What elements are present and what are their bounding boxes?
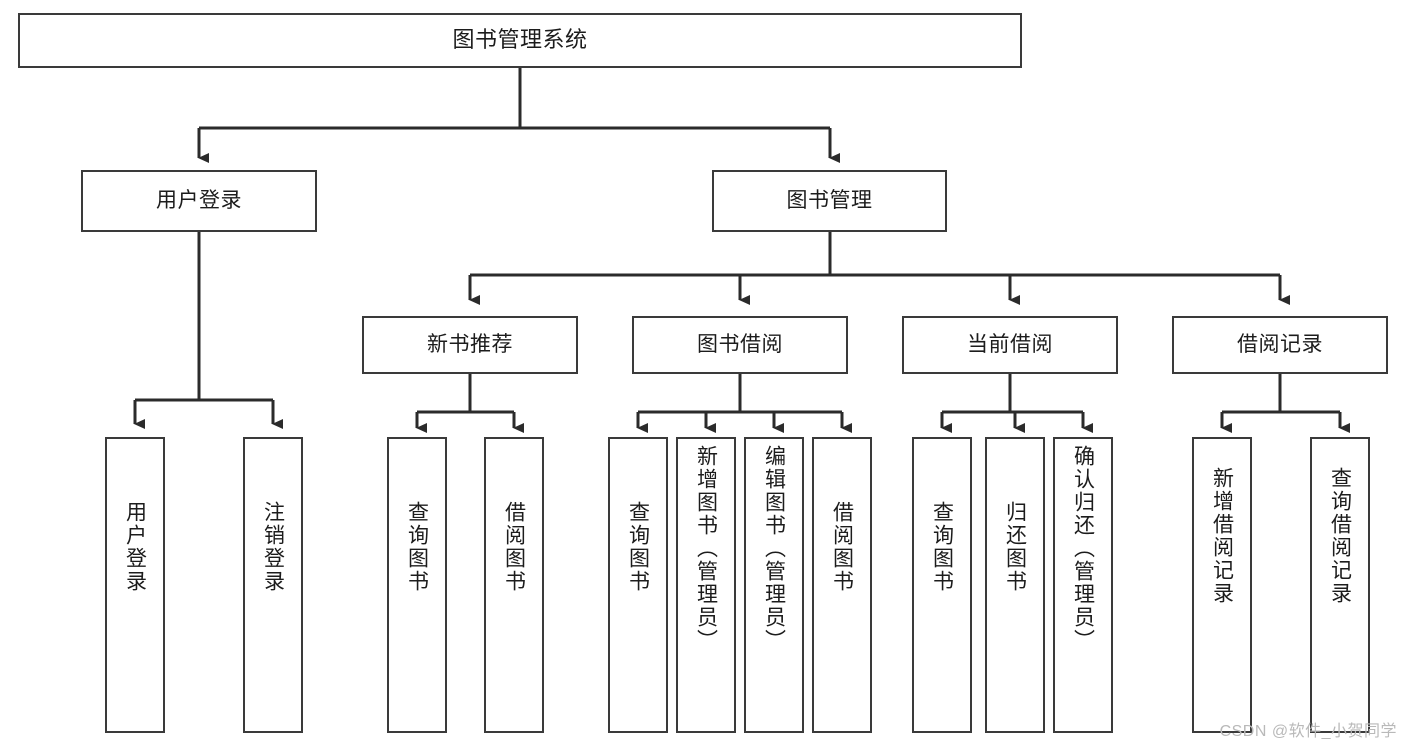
node-label: 用户登录 [123, 501, 147, 593]
leaf-query-record[interactable]: 查询借阅记录 [1310, 437, 1370, 733]
node-label: 查询图书 [626, 501, 650, 593]
node-book-manage[interactable]: 图书管理 [712, 170, 947, 232]
node-label: 新增借阅记录 [1210, 467, 1234, 605]
leaf-return-book[interactable]: 归还图书 [985, 437, 1045, 733]
node-label: 图书借阅 [697, 333, 783, 357]
leaf-query-book-borrow[interactable]: 查询图书 [608, 437, 668, 733]
leaf-confirm-return[interactable]: 确认归还（管理员） [1053, 437, 1113, 733]
node-label: 注销登录 [261, 501, 285, 593]
leaf-borrow-book-rec[interactable]: 借阅图书 [484, 437, 544, 733]
node-borrow-records[interactable]: 借阅记录 [1172, 316, 1388, 374]
node-label: 借阅图书 [502, 501, 526, 593]
node-label: 图书管理 [786, 189, 873, 213]
node-label: 查询借阅记录 [1328, 467, 1352, 605]
watermark: CSDN @软件_小贺同学 [1219, 723, 1397, 740]
node-new-book-recommend[interactable]: 新书推荐 [362, 316, 578, 374]
node-label: 图书管理系统 [452, 27, 588, 53]
leaf-borrow-book[interactable]: 借阅图书 [812, 437, 872, 733]
node-label: 新书推荐 [427, 333, 513, 357]
node-user-login[interactable]: 用户登录 [81, 170, 317, 232]
node-label: 用户登录 [156, 189, 242, 213]
node-label: 借阅图书 [830, 501, 854, 593]
node-label: 查询图书 [405, 501, 429, 593]
node-root[interactable]: 图书管理系统 [18, 13, 1022, 68]
leaf-add-record[interactable]: 新增借阅记录 [1192, 437, 1252, 733]
node-label: 确认归还（管理员） [1071, 445, 1095, 652]
leaf-user-logout[interactable]: 注销登录 [243, 437, 303, 733]
node-label: 新增图书（管理员） [694, 445, 718, 652]
node-current-borrow[interactable]: 当前借阅 [902, 316, 1118, 374]
node-label: 当前借阅 [967, 333, 1053, 357]
leaf-edit-book[interactable]: 编辑图书（管理员） [744, 437, 804, 733]
leaf-query-book-rec[interactable]: 查询图书 [387, 437, 447, 733]
node-label: 借阅记录 [1237, 333, 1323, 357]
node-label: 查询图书 [930, 501, 954, 593]
leaf-query-book-cur[interactable]: 查询图书 [912, 437, 972, 733]
leaf-add-book[interactable]: 新增图书（管理员） [676, 437, 736, 733]
node-book-borrow[interactable]: 图书借阅 [632, 316, 848, 374]
node-label: 归还图书 [1003, 501, 1027, 593]
leaf-user-login[interactable]: 用户登录 [105, 437, 165, 733]
node-label: 编辑图书（管理员） [762, 445, 786, 652]
